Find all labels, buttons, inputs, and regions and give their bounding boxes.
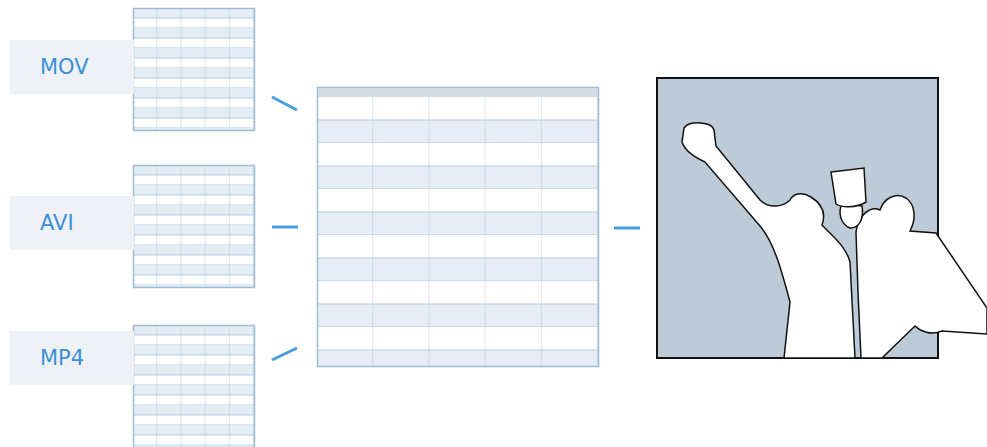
source-table	[134, 326, 255, 447]
format-label: AVI	[10, 211, 134, 235]
raised-cup	[831, 168, 866, 207]
format-label-band: MOV	[10, 40, 134, 94]
source-table	[134, 9, 255, 131]
format-label-band: AVI	[10, 196, 134, 250]
source-table	[134, 166, 255, 288]
format-label: MOV	[10, 55, 134, 79]
cheering-figure	[682, 123, 855, 358]
merged-table	[318, 88, 599, 367]
connector-line	[272, 97, 297, 110]
format-label-band: MP4	[10, 331, 134, 385]
format-label: MP4	[10, 346, 134, 370]
connector-line	[614, 227, 640, 230]
connector-line	[272, 226, 298, 229]
cheering-figure	[856, 196, 987, 358]
connector-line	[272, 348, 297, 360]
table-header	[318, 88, 598, 97]
